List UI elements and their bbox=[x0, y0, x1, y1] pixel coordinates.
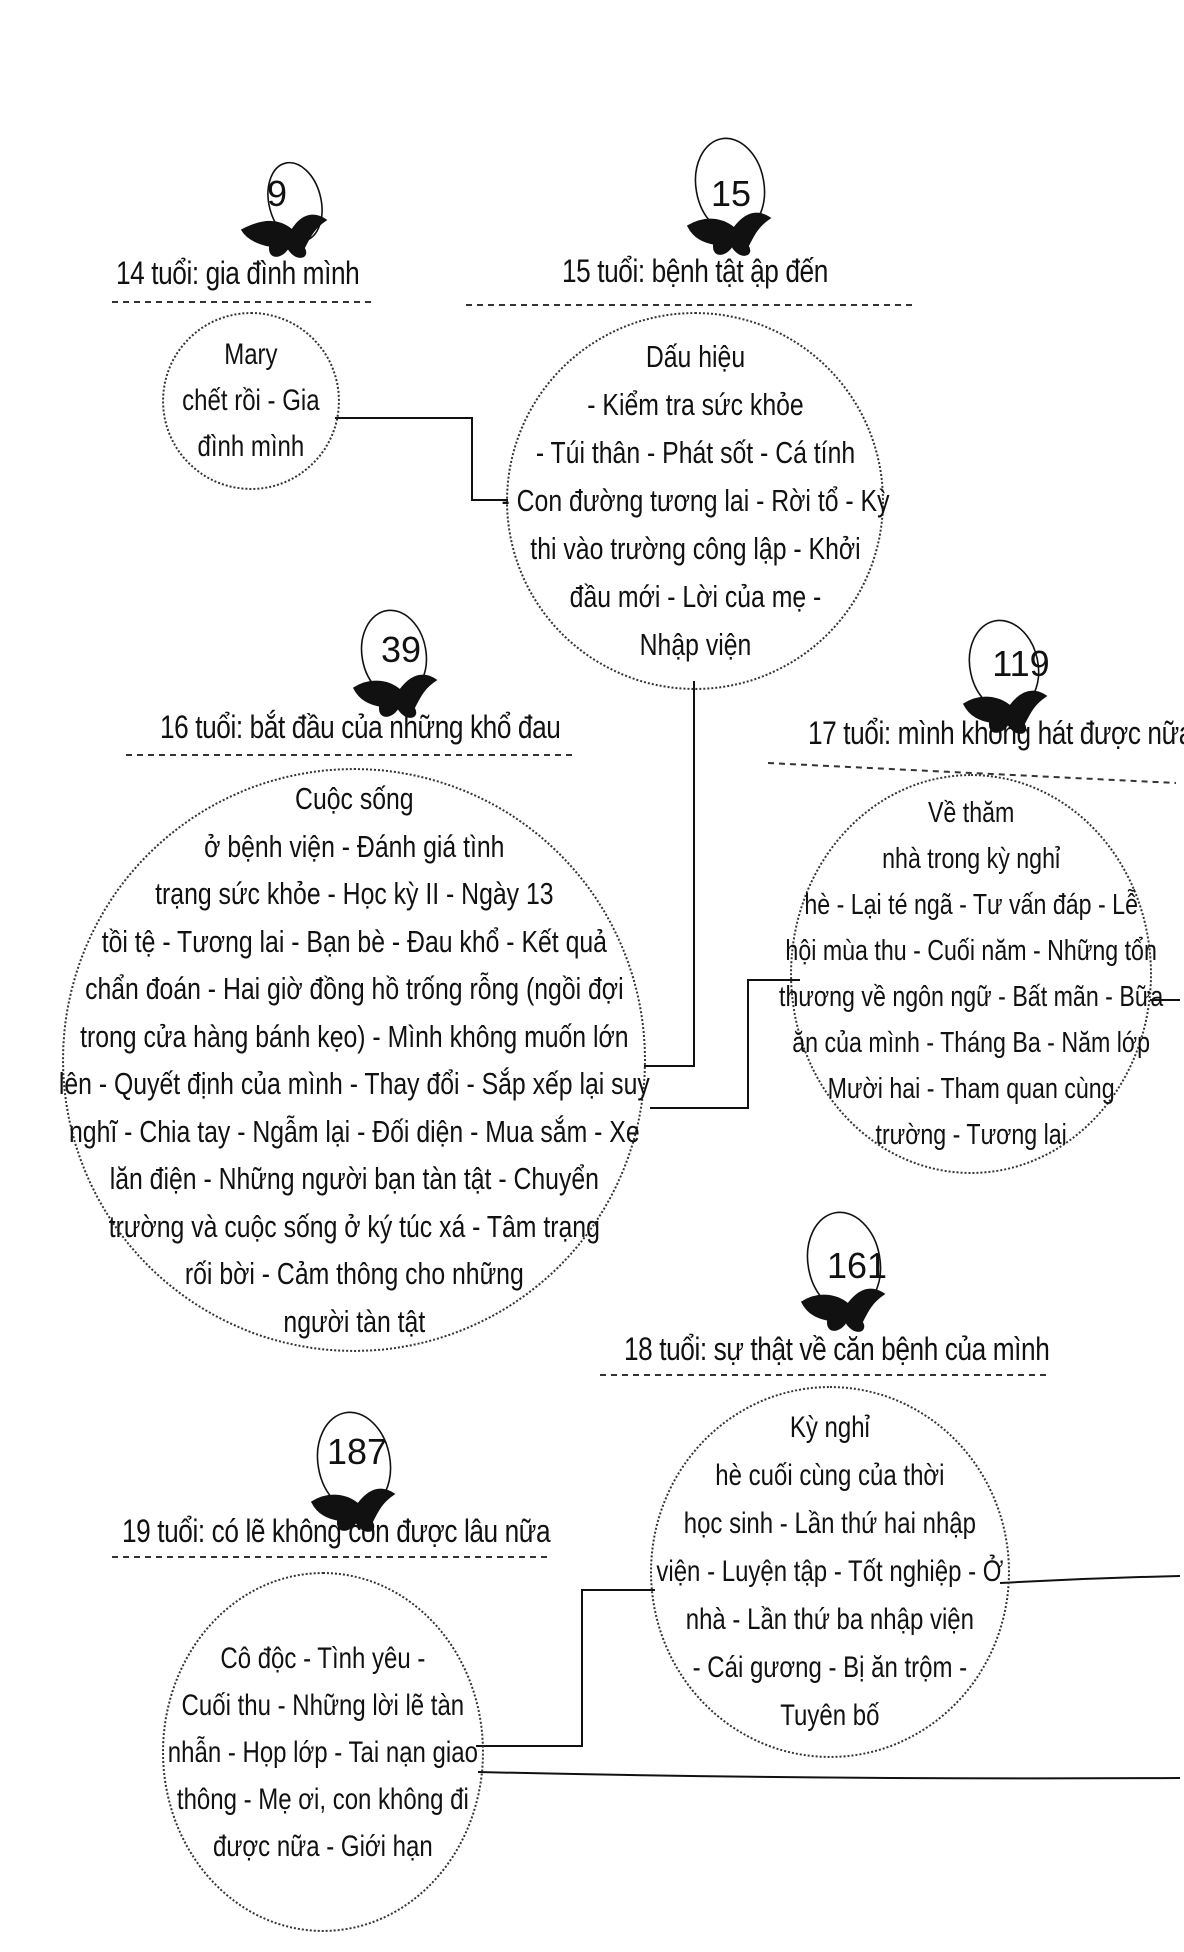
connector-line bbox=[476, 1589, 655, 1747]
topic-line: trường - Tương lai bbox=[875, 1119, 1067, 1151]
topic-line: đình mình bbox=[197, 430, 305, 463]
topic-line: - Con đường tương lai - Rời tổ - Kỳ bbox=[501, 483, 890, 518]
leaf-egg-icon bbox=[800, 1211, 886, 1332]
topic-line: Nhập viện bbox=[639, 627, 751, 662]
topic-line: lăn điện - Những người bạn tàn tật - Chu… bbox=[109, 1161, 599, 1196]
topic-line: nhẫn - Họp lớp - Tai nạn giao bbox=[167, 1735, 479, 1769]
chapter-title[interactable]: 15 tuổi: bệnh tật ập đến bbox=[562, 253, 828, 289]
topic-line: chẩn đoán - Hai giờ đồng hồ trống rỗng (… bbox=[84, 971, 624, 1006]
topic-line: nhà - Lần thứ ba nhập viện bbox=[685, 1603, 975, 1636]
topic-line: thi vào trường công lập - Khởi bbox=[529, 531, 861, 566]
topic-line: - Cái gương - Bị ăn trộm - bbox=[692, 1651, 968, 1684]
topic-line: ăn của mình - Tháng Ba - Năm lớp bbox=[792, 1027, 1150, 1059]
topic-line: rối bời - Cảm thông cho những bbox=[184, 1256, 524, 1291]
topic-line: - Túi thân - Phát sốt - Cá tính bbox=[535, 435, 855, 470]
topic-line: trong cửa hàng bánh kẹo) - Mình không mu… bbox=[79, 1018, 629, 1054]
leaf-egg-icon bbox=[240, 161, 328, 258]
page-number[interactable]: 187 bbox=[326, 1431, 388, 1472]
connector-line bbox=[477, 1771, 1181, 1780]
topic-line: Về thăm bbox=[927, 797, 1015, 829]
page-number[interactable]: 119 bbox=[992, 643, 1050, 684]
page-number[interactable]: 161 bbox=[826, 1245, 888, 1286]
topic-line: Cô độc - Tình yêu - bbox=[220, 1641, 426, 1675]
topic-line: lên - Quyết định của mình - Thay đổi - S… bbox=[58, 1066, 650, 1101]
topic-line: viện - Luyện tập - Tốt nghiệp - Ở bbox=[656, 1555, 1004, 1588]
chapter-topics: Cô độc - Tình yêu - Cuối thu - Những lời… bbox=[168, 1635, 478, 1870]
topic-line: đầu mới - Lời của mẹ - bbox=[569, 579, 821, 614]
chapter-topics: Mary chết rồi - Gia đình mình bbox=[182, 332, 319, 470]
chapter-topics: Kỳ nghỉ hè cuối cùng của thời học sinh -… bbox=[657, 1404, 1004, 1740]
topic-line: Kỳ nghỉ bbox=[789, 1411, 871, 1444]
topic-line: nghĩ - Chia tay - Ngẫm lại - Đối diện - … bbox=[68, 1113, 640, 1149]
page-number[interactable]: 15 bbox=[710, 173, 752, 214]
topic-line: Cuối thu - Những lời lẽ tàn bbox=[181, 1688, 465, 1722]
chapter-title[interactable]: 18 tuổi: sự thật về căn bệnh của mình bbox=[624, 1331, 1050, 1367]
topic-line: tồi tệ - Tương lai - Bạn bè - Đau khổ - … bbox=[101, 923, 607, 959]
leaf-egg-icon bbox=[686, 137, 772, 256]
topic-line: hội mùa thu - Cuối năm - Những tổn bbox=[785, 935, 1157, 967]
chapter-topics: Dấu hiệu - Kiểm tra sức khỏe - Túi thân … bbox=[501, 333, 889, 669]
topic-line: nhà trong kỳ nghỉ bbox=[882, 843, 1061, 875]
topic-line: chết rồi - Gia bbox=[182, 384, 320, 417]
topic-line: Mary bbox=[224, 338, 278, 371]
connector-line bbox=[999, 1575, 1181, 1584]
topic-line: được nữa - Giới hạn bbox=[213, 1829, 433, 1863]
topic-line: trạng sức khỏe - Học kỳ II - Ngày 13 bbox=[154, 876, 554, 911]
leaf-egg-icon bbox=[352, 609, 438, 718]
chapter-topics-circle: Kỳ nghỉ hè cuối cùng của thời học sinh -… bbox=[650, 1386, 1010, 1758]
topic-line: hè cuối cùng của thời bbox=[715, 1459, 945, 1492]
chapter-topics-circle: Cuộc sống ở bệnh viện - Đánh giá tình tr… bbox=[59, 768, 649, 1352]
page-number[interactable]: 9 bbox=[266, 173, 288, 214]
chapter-topics: Về thăm nhà trong kỳ nghỉ hè - Lại té ng… bbox=[779, 790, 1163, 1158]
topic-line: Dấu hiệu bbox=[645, 339, 745, 374]
page-number[interactable]: 39 bbox=[380, 629, 422, 670]
connector-line bbox=[644, 681, 695, 1067]
topic-line: Cuộc sống bbox=[294, 781, 414, 816]
connector-line bbox=[650, 979, 800, 1109]
chapter-title[interactable]: 14 tuổi: gia đình mình bbox=[116, 255, 360, 291]
topic-line: ở bệnh viện - Đánh giá tình bbox=[203, 828, 505, 864]
topic-line: - Kiểm tra sức khỏe bbox=[586, 387, 804, 422]
topic-line: hè - Lại té ngã - Tư vấn đáp - Lễ bbox=[804, 889, 1138, 921]
chapter-topics: Cuộc sống ở bệnh viện - Đánh giá tình tr… bbox=[59, 775, 650, 1345]
topic-line: Tuyên bố bbox=[780, 1699, 880, 1732]
chapter-topics-circle: Cô độc - Tình yêu - Cuối thu - Những lời… bbox=[162, 1572, 484, 1932]
connector-line bbox=[335, 417, 508, 501]
chapter-title[interactable]: 17 tuổi: mình không hát được nữa bbox=[808, 715, 1184, 751]
chapter-title[interactable]: 19 tuổi: có lẽ không còn được lâu nữa bbox=[122, 1513, 551, 1549]
topic-line: học sinh - Lần thứ hai nhập bbox=[683, 1507, 977, 1540]
topic-line: trường và cuộc sống ở ký túc xá - Tâm tr… bbox=[108, 1208, 600, 1244]
chapter-topics-circle: Về thăm nhà trong kỳ nghỉ hè - Lại té ng… bbox=[779, 774, 1163, 1174]
chapter-topics-circle: Mary chết rồi - Gia đình mình bbox=[162, 312, 340, 490]
title-underline bbox=[767, 762, 1177, 784]
topic-line: thông - Mẹ ơi, con không đi bbox=[177, 1782, 469, 1816]
chapter-title[interactable]: 16 tuổi: bắt đầu của những khổ đau bbox=[160, 709, 561, 745]
topic-line: thương về ngôn ngữ - Bất mãn - Bữa bbox=[778, 981, 1164, 1013]
leaf-egg-icon bbox=[962, 619, 1048, 734]
topic-line: người tàn tật bbox=[283, 1303, 425, 1339]
topic-line: Mười hai - Tham quan cùng bbox=[827, 1073, 1115, 1105]
leaf-egg-icon bbox=[310, 1411, 396, 1532]
chapter-topics-circle: Dấu hiệu - Kiểm tra sức khỏe - Túi thân … bbox=[501, 312, 889, 690]
